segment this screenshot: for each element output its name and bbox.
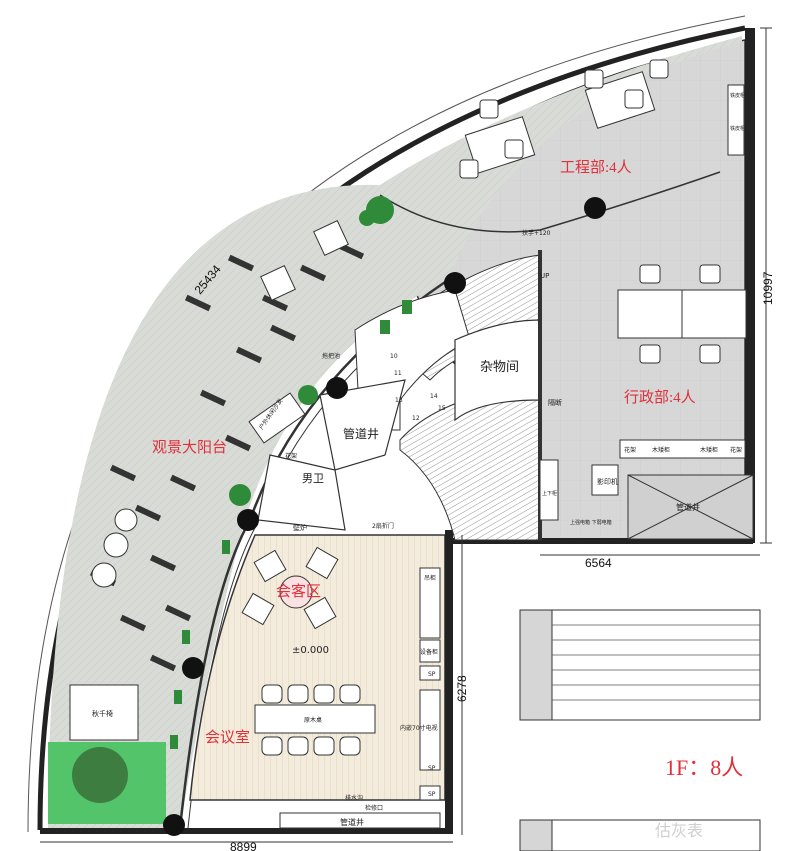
pipe-shaft-bottom-box — [279, 812, 441, 829]
plants — [48, 196, 412, 824]
reception-furniture — [241, 546, 339, 630]
gutter-label: 排水沟 — [345, 794, 363, 802]
office-cabinets — [539, 84, 746, 521]
stair-number: 11 — [394, 370, 402, 377]
pipe-shaft-room — [319, 379, 406, 471]
handrail-label: 扶手+120 — [522, 229, 551, 237]
iron-cabinet-2: 铁皮柜 — [730, 125, 745, 132]
up-label: UP — [540, 272, 549, 280]
bottom-width-dimension: 8899 — [230, 840, 257, 851]
folding-door-label: 2扇折门 — [372, 522, 394, 530]
storage-label: 杂物间 — [480, 359, 519, 374]
balcony-furniture — [69, 220, 349, 741]
stair-number: 13 — [395, 397, 403, 404]
admin-desks — [617, 264, 747, 364]
balcony-label: 观景大阳台 — [152, 439, 227, 456]
floor-label: 1F：8人 — [665, 755, 743, 780]
stair-number: 15 — [438, 405, 446, 412]
engineering-desks — [459, 59, 669, 179]
partition-label: 隔断 — [548, 398, 562, 407]
sp-3: SP — [428, 791, 436, 798]
dimension-lines — [40, 27, 772, 843]
flower-rack-3: 花架 — [285, 452, 297, 460]
meeting-right-wall — [445, 530, 453, 830]
right-height-dimension: 10997 — [761, 271, 775, 305]
stair-number: 10 — [390, 353, 398, 360]
bottom-wall — [40, 828, 453, 834]
strong-weak-box-label: 上强电箱 下弱电箱 — [570, 519, 612, 526]
meeting-cabinets — [419, 567, 441, 801]
column-dots — [163, 197, 606, 836]
sp-2: SP — [428, 765, 436, 772]
wood-cabinet-2: 木矮柜 — [700, 446, 718, 454]
wood-cabinet-1: 木矮柜 — [652, 446, 670, 454]
office-partition — [538, 250, 542, 540]
swing-chair-label: 秋千椅 — [92, 709, 113, 718]
wall-stove-label: 壁炉 — [293, 523, 307, 532]
stair-number: 14 — [430, 393, 438, 400]
stair-number: 12 — [412, 415, 420, 422]
hanging-cabinet-label: 吊柜 — [424, 574, 436, 582]
side-cabinet-label: 上下柜 — [542, 490, 557, 497]
solid-table-label: 原木桌 — [304, 716, 322, 724]
office-bottom-wall — [453, 538, 753, 544]
shaft-x-2 — [627, 474, 754, 540]
equipment-cabinet-label: 设备柜 — [420, 648, 438, 656]
engineering-label: 工程部:4人 — [560, 159, 632, 176]
pipe-shaft-left-label: 管道井 — [343, 426, 379, 441]
meeting-height-dimension: 6278 — [455, 675, 469, 702]
meeting-label: 会议室 — [205, 729, 250, 746]
balcony-floor — [48, 36, 742, 828]
admin-label: 行政部:4人 — [624, 389, 696, 406]
inspection-port-label: 检修口 — [365, 804, 383, 812]
reception-label: 会客区 — [276, 583, 321, 600]
mop-pool-label: 拖把池 — [322, 352, 340, 360]
partition-arc — [379, 171, 721, 233]
adjacent-stair-block — [519, 609, 761, 851]
flower-rack-2: 花架 — [730, 446, 742, 454]
tv-label: 内嵌70寸电视 — [400, 724, 438, 732]
sp-1: SP — [428, 671, 436, 678]
balcony-pattern — [89, 242, 365, 672]
elevation-label: ±0.000 — [292, 645, 329, 656]
flower-rack-1: 花架 — [624, 446, 636, 454]
mid-width-dimension: 6564 — [585, 556, 612, 570]
watermark: 估灰表 — [655, 821, 703, 840]
pipe-shaft-right-label: 管道井 — [676, 502, 700, 512]
mens-wc-label: 男卫 — [302, 473, 324, 485]
right-wall — [745, 28, 755, 543]
printer-label: 影印机 — [597, 477, 618, 486]
iron-cabinet-1: 铁皮柜 — [730, 92, 745, 99]
pipe-shaft-bottom-label: 管道井 — [340, 817, 364, 827]
wc-room — [257, 454, 346, 531]
meeting-table — [254, 684, 376, 756]
